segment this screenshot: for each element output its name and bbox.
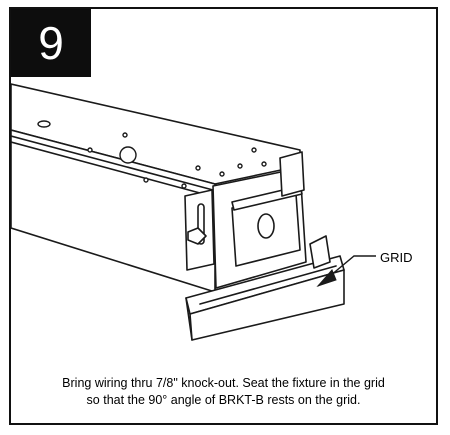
mounting-hole bbox=[251, 147, 257, 153]
mounting-hole bbox=[181, 183, 187, 189]
mounting-hole bbox=[87, 147, 93, 153]
fixture-edge-line bbox=[11, 141, 212, 197]
fixture-edge-line bbox=[11, 135, 214, 191]
fixture-installation-illustration bbox=[11, 83, 376, 341]
step-number-badge: 9 bbox=[11, 9, 91, 77]
mounting-hole bbox=[219, 171, 225, 177]
mounting-hole bbox=[37, 120, 51, 128]
grid-rail-ridge bbox=[199, 265, 337, 305]
instruction-caption: Bring wiring thru 7/8" knock-out. Seat t… bbox=[11, 375, 436, 409]
mounting-hole bbox=[195, 165, 201, 171]
grid-rail-bulb bbox=[309, 235, 331, 269]
mounting-hole bbox=[261, 161, 267, 167]
mounting-hole bbox=[122, 132, 128, 138]
caption-line-1: Bring wiring thru 7/8" knock-out. Seat t… bbox=[62, 376, 385, 390]
grid-rail-flange bbox=[185, 297, 193, 341]
mounting-hole bbox=[237, 163, 243, 169]
knock-out-hole bbox=[257, 213, 275, 239]
wing-nut-icon bbox=[187, 227, 207, 245]
grid-callout-label: GRID bbox=[380, 250, 413, 265]
caption-line-2: so that the 90° angle of BRKT-B rests on… bbox=[86, 393, 361, 407]
mounting-hole bbox=[143, 177, 149, 183]
grid-callout-arrowhead bbox=[316, 269, 337, 288]
fixture-top-face bbox=[11, 83, 301, 185]
knock-out-top bbox=[119, 146, 137, 164]
bracket-b-right bbox=[279, 151, 305, 197]
